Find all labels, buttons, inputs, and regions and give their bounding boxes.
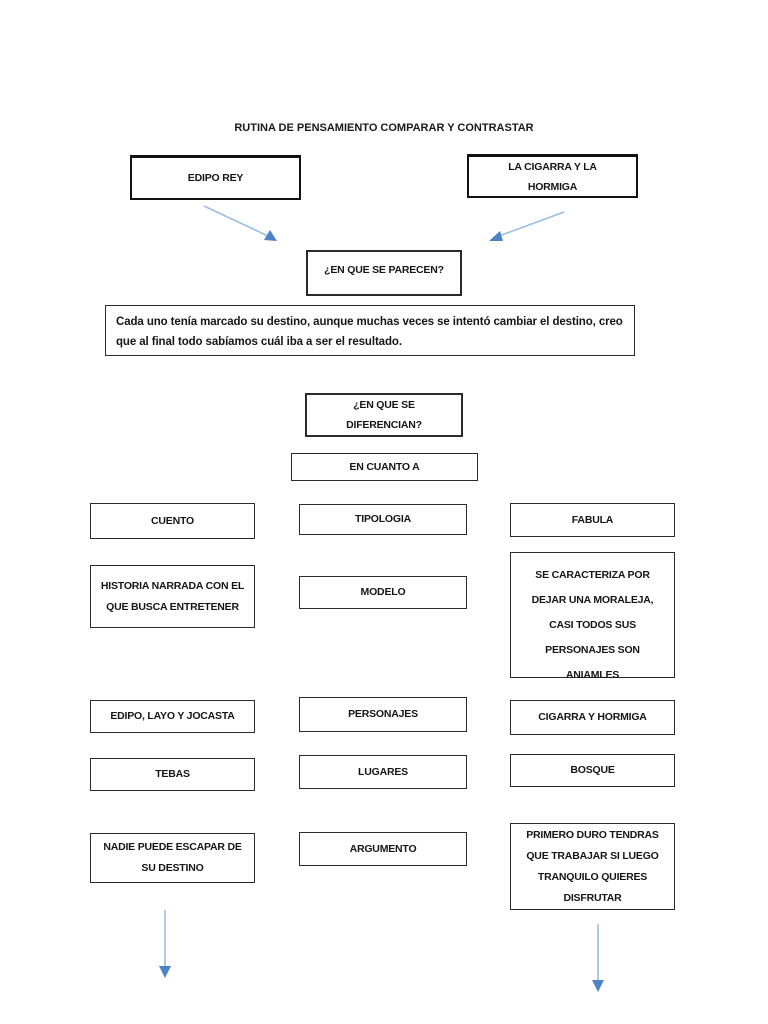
cell-label: PRIMERO DURO TENDRAS QUE TRABAJAR SI LUE… [526, 828, 659, 904]
diff-row5-criterion-cell: ARGUMENTO [299, 832, 467, 866]
differences-question-label: ¿EN QUE SE DIFERENCIAN? [346, 399, 422, 431]
diff-row3-criterion-cell: PERSONAJES [299, 697, 467, 732]
cell-label: CUENTO [151, 514, 194, 527]
cell-label: TIPOLOGIA [355, 513, 411, 525]
cell-label: MODELO [360, 586, 406, 598]
down-arrow-right-icon [592, 924, 604, 992]
similarities-question-box: ¿EN QUE SE PARECEN? [306, 250, 462, 296]
diff-row1-right-cell: FABULA [510, 503, 675, 537]
diff-row4-criterion-cell: LUGARES [299, 755, 467, 789]
comparison-item-left-box: EDIPO REY [130, 155, 301, 200]
cell-label: ARGUMENTO [349, 842, 417, 855]
diff-row5-left-cell: NADIE PUEDE ESCAPAR DE SU DESTINO [90, 833, 255, 883]
differences-question-box: ¿EN QUE SE DIFERENCIAN? [305, 393, 463, 437]
similarities-question-label: ¿EN QUE SE PARECEN? [324, 264, 444, 276]
diagonal-arrow-left-icon [203, 205, 277, 241]
cell-label: EDIPO, LAYO Y JOCASTA [110, 710, 235, 722]
down-arrow-left-icon [159, 910, 171, 978]
diagonal-arrow-right-icon [489, 211, 565, 241]
cell-label: PERSONAJES [348, 708, 418, 720]
page-title: RUTINA DE PENSAMIENTO COMPARAR Y CONTRAS… [234, 122, 534, 134]
diff-row3-left-cell: EDIPO, LAYO Y JOCASTA [90, 700, 255, 733]
diff-row4-left-cell: TEBAS [90, 758, 255, 791]
similarities-answer-box: Cada uno tenía marcado su destino, aunqu… [105, 305, 635, 356]
diff-row4-right-cell: BOSQUE [510, 754, 675, 787]
diff-row1-criterion-cell: TIPOLOGIA [299, 504, 467, 535]
diff-row1-left-cell: CUENTO [90, 503, 255, 539]
comparison-item-left-label: EDIPO REY [187, 171, 244, 184]
criteria-header-box: EN CUANTO A [291, 453, 478, 481]
cell-label: NADIE PUEDE ESCAPAR DE SU DESTINO [103, 841, 242, 874]
cell-label: SE CARACTERIZA POR DEJAR UNA MORALEJA, C… [531, 569, 654, 681]
cell-label: CIGARRA Y HORMIGA [538, 711, 647, 723]
diff-row5-right-cell: PRIMERO DURO TENDRAS QUE TRABAJAR SI LUE… [510, 823, 675, 910]
cell-label: BOSQUE [570, 764, 615, 776]
diff-row2-left-cell: HISTORIA NARRADA CON EL QUE BUSCA ENTRET… [90, 565, 255, 628]
cell-label: FABULA [571, 513, 614, 526]
similarities-answer-text: Cada uno tenía marcado su destino, aunqu… [116, 316, 623, 348]
criteria-header-label: EN CUANTO A [349, 460, 420, 473]
diff-row3-right-cell: CIGARRA Y HORMIGA [510, 700, 675, 735]
cell-label: LUGARES [358, 765, 408, 778]
cell-label: TEBAS [155, 768, 190, 780]
diff-row2-criterion-cell: MODELO [299, 576, 467, 609]
comparison-item-right-box: LA CIGARRA Y LA HORMIGA [467, 154, 638, 198]
cell-label: HISTORIA NARRADA CON EL QUE BUSCA ENTRET… [100, 579, 245, 613]
diff-row2-right-cell: SE CARACTERIZA POR DEJAR UNA MORALEJA, C… [510, 552, 675, 681]
comparison-item-right-label: LA CIGARRA Y LA HORMIGA [508, 160, 597, 193]
